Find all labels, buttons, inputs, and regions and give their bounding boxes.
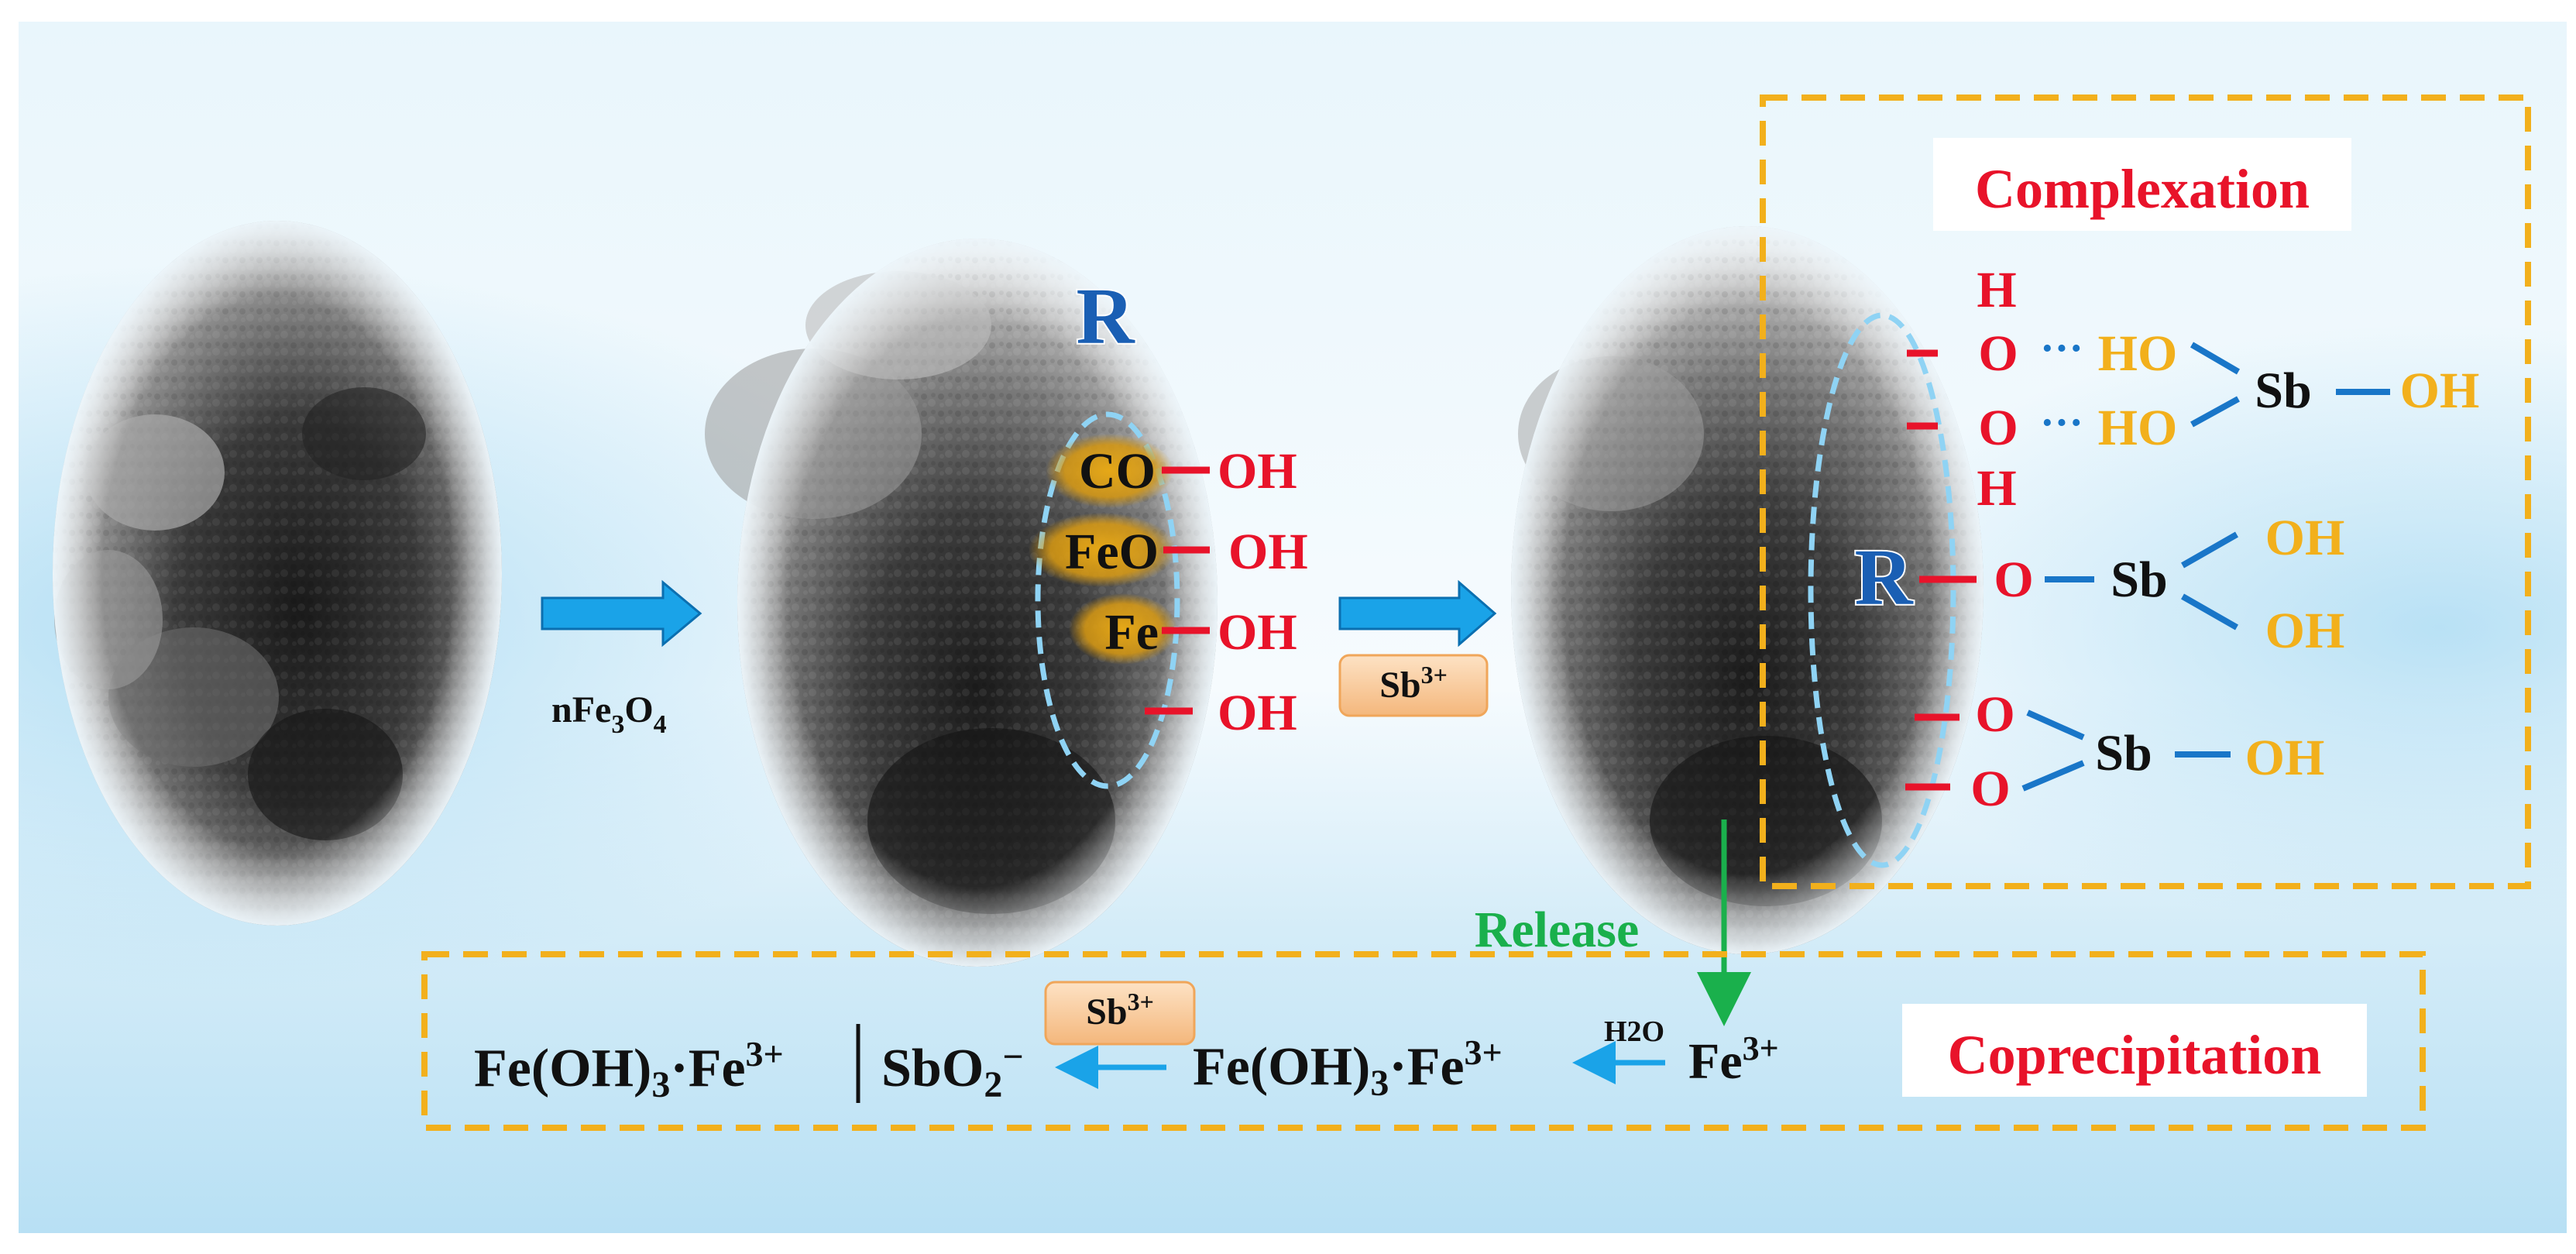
complex-h-1: H: [1977, 262, 2016, 318]
r-label-mid: R: [1076, 272, 1135, 361]
sb-badge-2-label: Sb3+: [1086, 988, 1154, 1032]
bond-o4-sb: [2026, 709, 2085, 740]
complex-sb-1: Sb: [2255, 362, 2311, 419]
group-glow-feo: [1029, 513, 1176, 587]
sb-badge-1: [1338, 654, 1489, 717]
sbo2-ion: SbO2−: [881, 1036, 1024, 1105]
bond-sb2-oh-a: [2181, 531, 2238, 569]
precursor-label: nFe3O4: [551, 689, 667, 739]
complex-sb-2: Sb: [2111, 551, 2167, 608]
feoh3-fe3-product: Fe(OH)3·Fe3+: [1193, 1032, 1503, 1104]
feoh3-fe3-final: Fe(OH)3·Fe3+: [474, 1034, 784, 1105]
coprecipitation-title: Coprecipitation: [1948, 1024, 2322, 1086]
complex-oh-1: OH: [2400, 362, 2480, 419]
complex-oh-3: OH: [2265, 603, 2345, 659]
arrow-right-2: [1338, 579, 1497, 648]
hbond-dots-1: ···: [2040, 325, 2083, 373]
complexation-title-bg: [1933, 138, 2351, 231]
sb-badge-1-label: Sb3+: [1379, 661, 1448, 706]
group-co: CO: [1079, 443, 1156, 500]
group-oh-3: OH: [1218, 604, 1297, 661]
group-feo: FeO: [1065, 524, 1159, 580]
complexation-title: Complexation: [1975, 158, 2310, 220]
complex-ho-2: HO: [2098, 400, 2178, 456]
group-oh-4: OH: [1218, 685, 1297, 741]
bond-o5-sb: [2021, 760, 2085, 792]
complexation-box: [1760, 94, 2531, 889]
sb-badge-2: [1044, 981, 1196, 1046]
group-glow-fe: [1069, 593, 1177, 665]
fe3-ion: Fe3+: [1688, 1029, 1779, 1090]
bond-ho2-sb: [2190, 396, 2240, 428]
group-oh-2: OH: [1228, 524, 1308, 580]
surface-region-right: [1808, 312, 1956, 868]
complex-o-5: O: [1970, 761, 2010, 817]
complex-h-2: H: [1977, 460, 2016, 517]
r-label-right: R: [1854, 533, 1914, 622]
group-oh-1: OH: [1218, 443, 1297, 500]
h2o-label: H2O: [1604, 1015, 1664, 1048]
arrow-right-1: [541, 579, 702, 648]
complex-o-3: O: [1994, 551, 2033, 608]
release-label: Release: [1475, 902, 1640, 958]
complex-oh-4: OH: [2245, 730, 2325, 786]
complex-o-2: O: [1978, 400, 2018, 456]
complex-o-4: O: [1975, 686, 2014, 743]
coprecipitation-title-bg: [1902, 1004, 2367, 1097]
group-glow-co: [1046, 434, 1173, 508]
bond-ho1-sb: [2190, 342, 2241, 375]
group-fe: Fe: [1104, 604, 1159, 661]
hbond-dots-2: ···: [2040, 399, 2083, 447]
complex-ho-1: HO: [2098, 325, 2178, 382]
bond-sb2-oh-b: [2181, 593, 2238, 630]
tem-image-raw: [53, 221, 502, 926]
complex-o-1: O: [1978, 325, 2018, 382]
complex-oh-2: OH: [2265, 510, 2345, 566]
complex-sb-3: Sb: [2095, 725, 2152, 782]
